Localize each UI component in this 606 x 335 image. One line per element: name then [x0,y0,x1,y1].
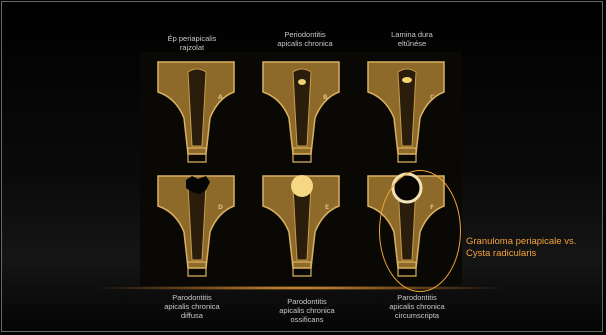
label-line: Parodontitis [252,297,362,306]
xray-cell-d: D [148,172,246,282]
label-line: ossificans [252,315,362,324]
panel-letter-b: B [323,94,328,101]
panel-letter-d: D [218,204,223,211]
highlight-oval [379,170,461,292]
label-lamina-dura: Lamina dura eltűnése [357,30,467,48]
label-line: Lamina dura [357,30,467,39]
tooth-drawing-e [253,172,351,282]
label-periodontitis-apicalis: Periodontitis apicalis chronica [250,30,360,48]
label-line: Parodontitis [137,293,247,302]
label-parodontitis-ossificans: Parodontitis apicalis chronica ossifican… [252,297,362,324]
xray-cell-b: B [253,58,351,168]
panel-letter-c: C [430,94,434,101]
xray-cell-e: E [253,172,351,282]
label-line: diffusa [137,311,247,320]
tooth-drawing-a [148,58,246,168]
callout-granuloma-vs-cysta: Granuloma periapicale vs. Cysta radicula… [466,236,576,260]
label-parodontitis-diffusa: Parodontitis apicalis chronica diffusa [137,293,247,320]
label-parodontitis-circumscripta: Parodontitis apicalis chronica circumscr… [362,293,472,320]
label-line: circumscripta [362,311,472,320]
label-line: eltűnése [357,39,467,48]
label-line: apicalis chronica [252,306,362,315]
label-line: rajzolat [137,43,247,52]
tooth-drawing-d [148,172,246,282]
label-healthy-periapical: Ép periapicalis rajzolat [137,34,247,52]
label-line: Parodontitis [362,293,472,302]
callout-line: Cysta radicularis [466,248,576,260]
tooth-drawing-c [358,58,456,168]
panel-letter-a: A [218,94,223,101]
callout-line: Granuloma periapicale vs. [466,236,576,248]
label-line: Periodontitis [250,30,360,39]
label-line: apicalis chronica [250,39,360,48]
xray-cell-a: A [148,58,246,168]
label-line: Ép periapicalis [137,34,247,43]
label-line: apicalis chronica [137,302,247,311]
orange-glow-line [100,286,500,290]
xray-cell-c: C [358,58,456,168]
label-line: apicalis chronica [362,302,472,311]
tooth-drawing-b [253,58,351,168]
panel-letter-e: E [325,204,329,211]
